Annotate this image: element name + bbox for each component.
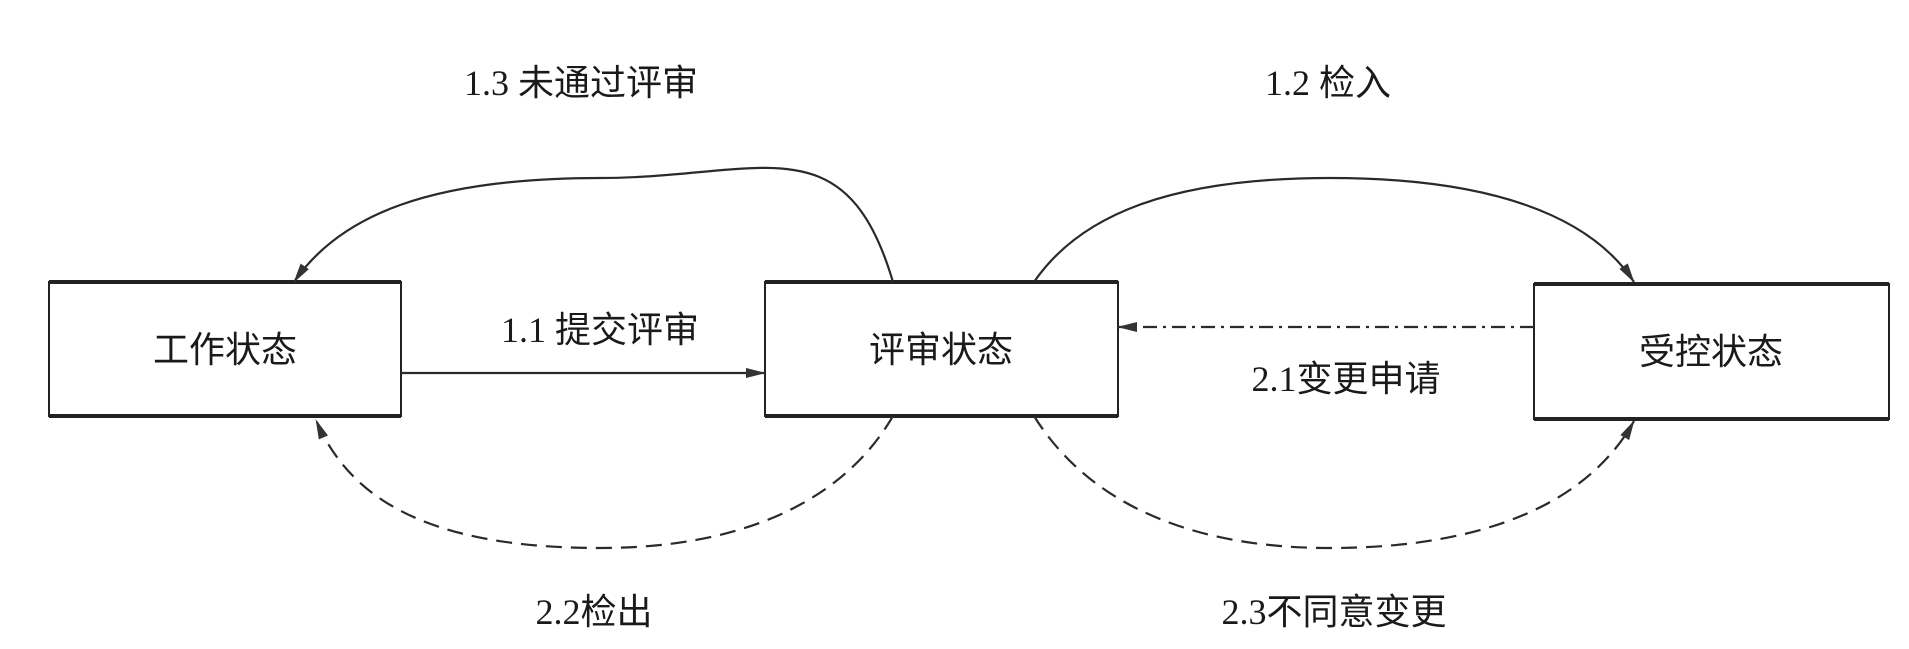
edge-1-2-arrow [1033,176,1635,283]
label-2-2: 2.2检出 [535,592,652,632]
state-controlled-label: 受控状态 [1639,332,1783,372]
label-1-1: 1.1 提交评审 [501,310,699,350]
state-controlled: 受控状态 [1533,282,1890,421]
state-working: 工作状态 [48,280,402,418]
edge-2-2-arrow [314,415,894,550]
label-1-2: 1.2 检入 [1265,63,1391,103]
label-2-3: 2.3不同意变更 [1221,592,1446,632]
label-1-3: 1.3 未通过评审 [464,63,698,103]
edge-1-3-arrow [293,166,895,283]
label-2-1: 2.1变更申请 [1251,359,1440,399]
state-review: 评审状态 [764,280,1119,418]
edge-2-3-arrow [1033,415,1635,550]
state-working-label: 工作状态 [153,330,297,370]
state-review-label: 评审状态 [869,330,1013,370]
